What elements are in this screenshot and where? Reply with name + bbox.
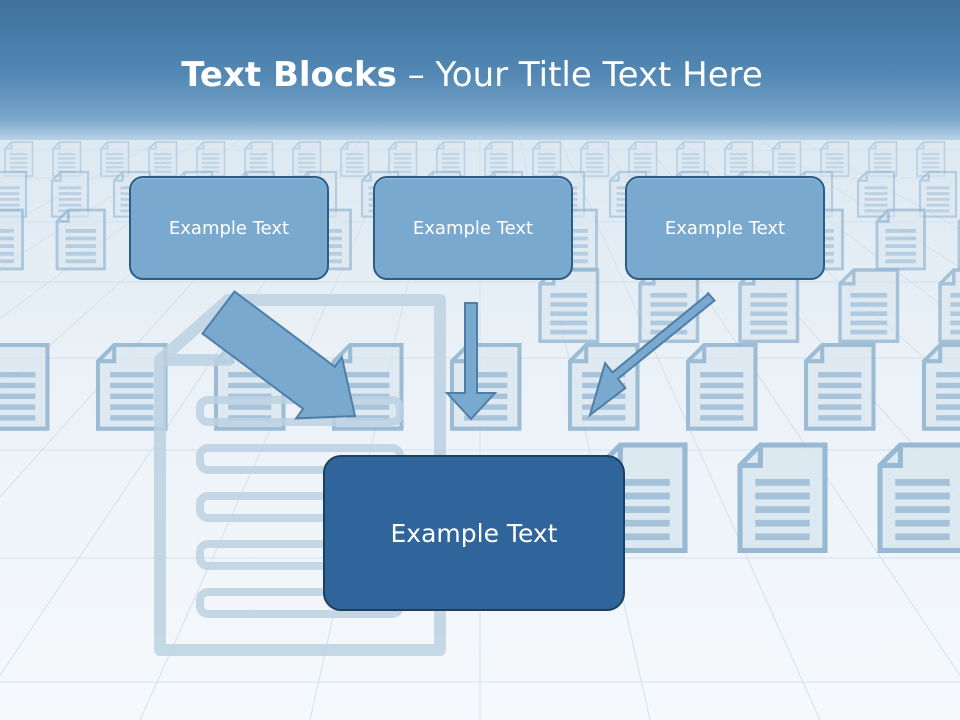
text-block-bottom-center-label: Example Text: [390, 518, 558, 548]
text-block-top-left-label: Example Text: [168, 217, 290, 239]
text-block-top-center[interactable]: Example Text: [373, 176, 573, 280]
text-block-bottom-center[interactable]: Example Text: [323, 455, 625, 611]
slide-title: Text Blocks – Your Title Text Here: [0, 52, 944, 98]
text-block-top-right-label: Example Text: [664, 217, 786, 239]
text-block-top-center-label: Example Text: [412, 217, 534, 239]
title-bold: Text Blocks: [181, 55, 397, 95]
title-dash: –: [396, 55, 436, 95]
text-block-top-left[interactable]: Example Text: [129, 176, 329, 280]
text-block-top-right[interactable]: Example Text: [625, 176, 825, 280]
title-band: [0, 0, 960, 140]
title-rest: Your Title Text Here: [435, 55, 763, 95]
